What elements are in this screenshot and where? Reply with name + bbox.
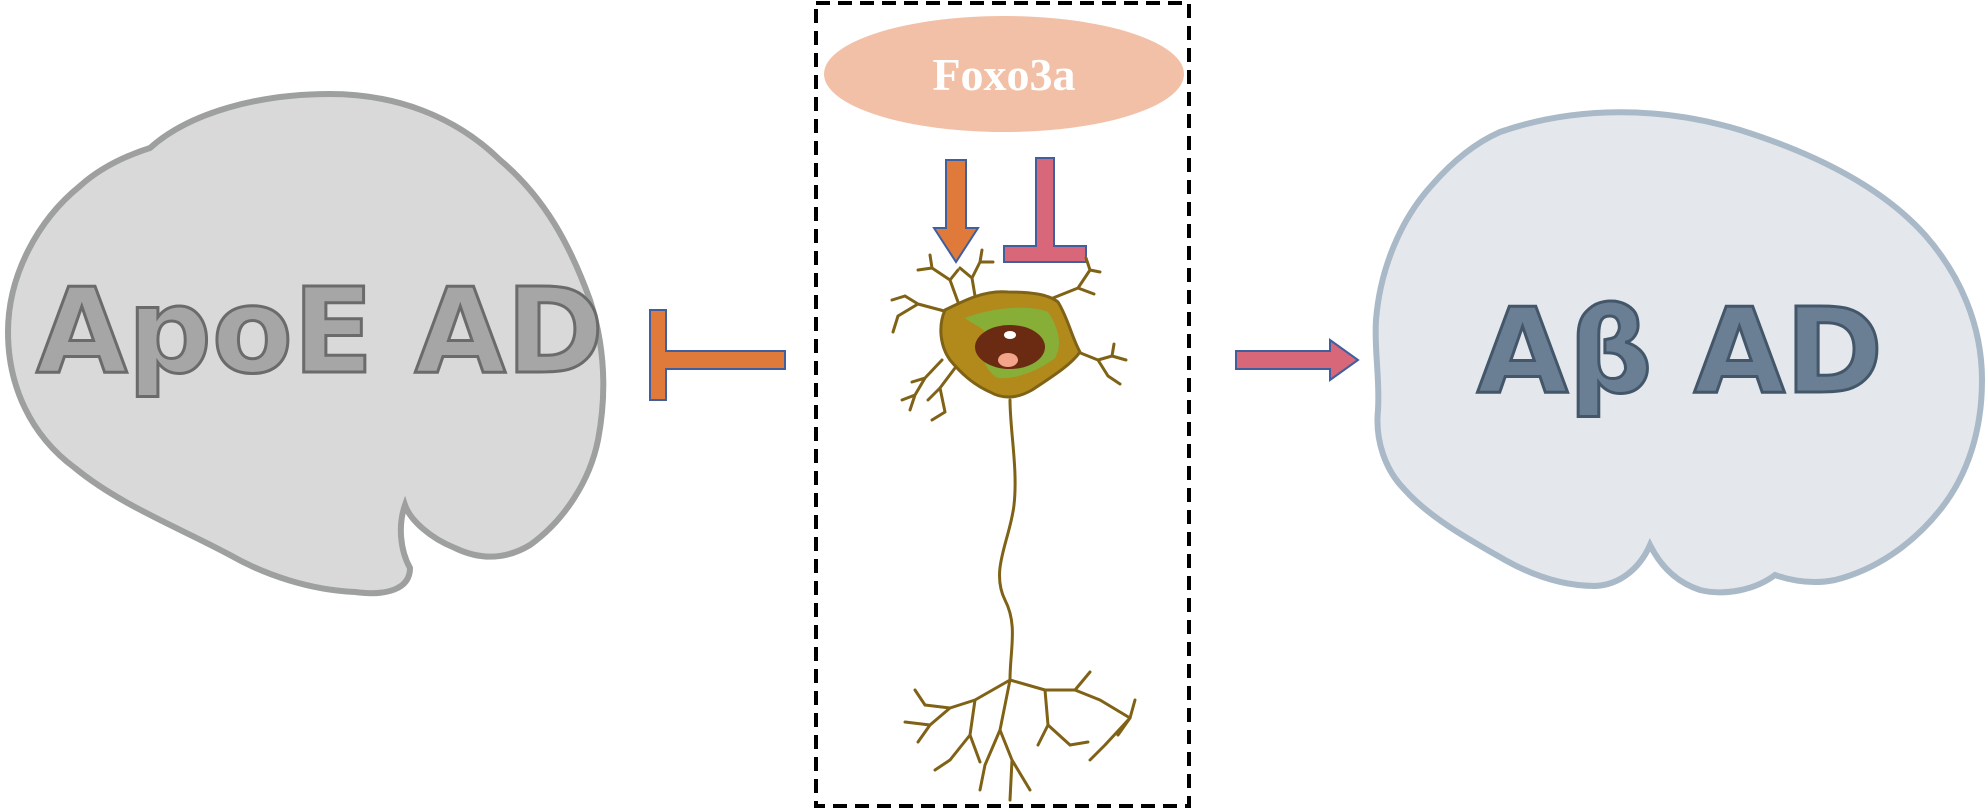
- abeta-ad-label: Aβ AD: [1477, 282, 1883, 420]
- foxo3a-ellipse: [824, 16, 1184, 132]
- foxo3a-label: Foxo3a: [932, 49, 1075, 100]
- nucleus-shine: [1004, 331, 1016, 339]
- neuron-illustration: [890, 248, 1137, 802]
- left-brain-outline: [4, 90, 607, 597]
- neuron-nucleus: [975, 325, 1045, 369]
- foxo3a-activation-arrow: [932, 159, 980, 264]
- abeta-ad-brain: Aβ AD: [1372, 109, 1986, 596]
- neuron-dendrites: [890, 248, 1137, 802]
- neuron-dashed-box: [814, 1, 1191, 808]
- foxo3a-node: Foxo3a: [824, 16, 1184, 132]
- apoe-ad-label: ApoE AD: [36, 262, 604, 400]
- neuron-activates-abeta-arrow: [1235, 338, 1360, 382]
- neuron-inhibits-apoe-arrow: [649, 309, 786, 401]
- apoe-ad-brain: ApoE AD: [4, 90, 607, 597]
- neuron-nucleolus: [998, 353, 1018, 367]
- foxo3a-inhibition-arrow: [1003, 157, 1087, 263]
- right-brain-outline: [1372, 109, 1986, 596]
